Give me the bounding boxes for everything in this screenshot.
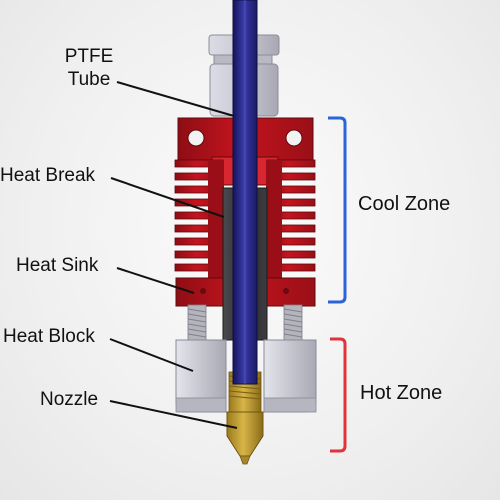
cool-zone-bracket bbox=[328, 116, 347, 304]
leader-lines bbox=[109, 81, 238, 429]
mounting-screws bbox=[187, 304, 303, 342]
heat-sink-fins-left bbox=[174, 159, 224, 290]
heat-break-label: Heat Break bbox=[0, 165, 96, 186]
leader-heat-sink bbox=[116, 267, 195, 294]
nozzle-label: Nozzle bbox=[40, 389, 99, 410]
heat-sink bbox=[174, 117, 316, 307]
hot-zone-label: Hot Zone bbox=[360, 382, 443, 404]
hot-zone-bracket bbox=[330, 337, 347, 453]
leader-heat-block bbox=[109, 338, 194, 372]
nozzle bbox=[226, 371, 264, 465]
ptfe-tube-label-line2: Tube bbox=[67, 69, 111, 90]
heat-sink-fins-right bbox=[266, 159, 316, 290]
leader-ptfe-tube bbox=[116, 81, 235, 117]
leader-heat-break bbox=[110, 177, 225, 218]
cool-zone-label: Cool Zone bbox=[358, 193, 451, 215]
heat-block bbox=[175, 339, 317, 413]
ptfe-tube-label: PTFE Tube bbox=[56, 45, 122, 91]
heat-sink-label: Heat Sink bbox=[16, 255, 99, 276]
heat-block-label: Heat Block bbox=[3, 326, 95, 347]
leader-nozzle bbox=[109, 400, 238, 429]
ptfe-tube-label-line1: PTFE bbox=[64, 46, 114, 67]
ptfe-tube bbox=[232, 0, 258, 385]
